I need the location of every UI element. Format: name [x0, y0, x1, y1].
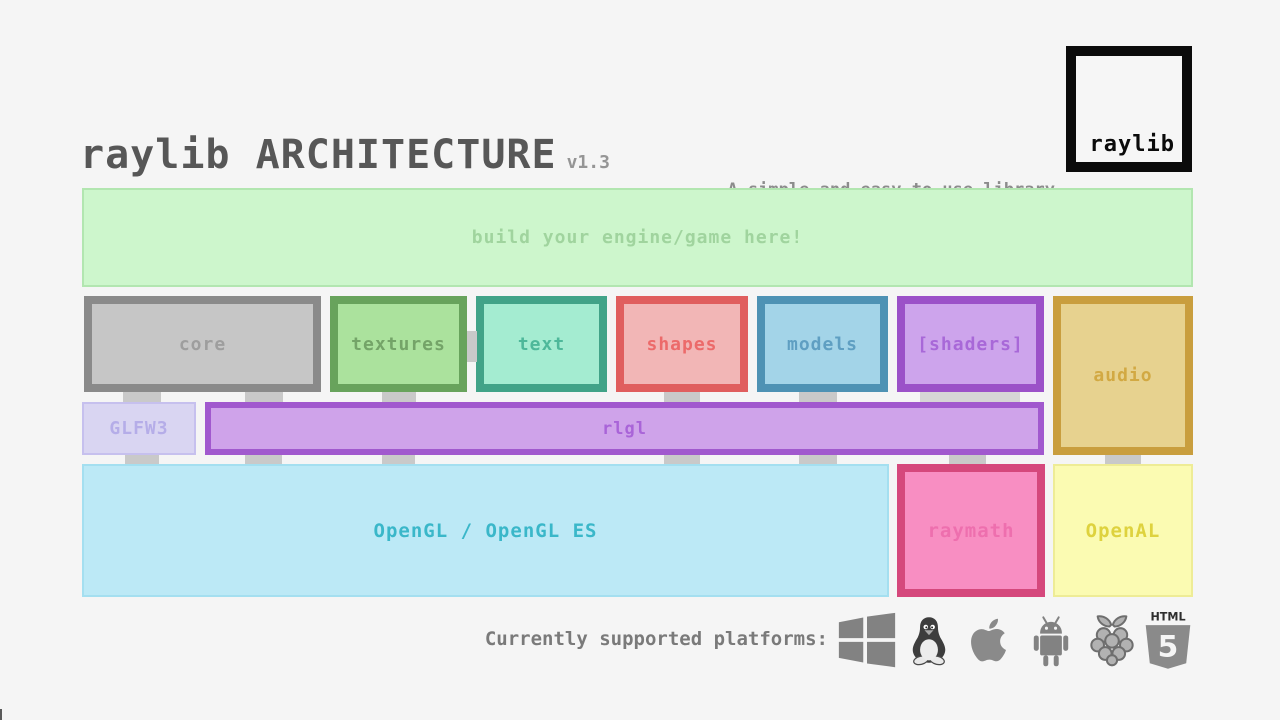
windows-icon	[838, 612, 896, 668]
connector	[664, 455, 700, 464]
module-core-label: core	[178, 333, 227, 355]
html5-word: HTML	[1150, 611, 1185, 624]
connector	[382, 392, 416, 402]
html5-icon: HTML 5	[1145, 611, 1191, 669]
rlgl-box: rlgl	[205, 402, 1044, 455]
connector	[949, 455, 986, 464]
module-textures: textures	[330, 296, 467, 392]
title-text: raylib ARCHITECTURE	[80, 132, 557, 178]
openal-box-label: OpenAL	[1085, 519, 1161, 542]
raylib-logo-label: raylib	[1089, 132, 1175, 157]
glfw3-box: GLFW3	[82, 402, 196, 455]
engine-box: build your engine/game here!	[82, 188, 1193, 287]
apple-icon	[971, 618, 1007, 662]
page-title: raylib ARCHITECTURE v1.3	[80, 132, 610, 178]
connector	[245, 392, 283, 402]
openal-box: OpenAL	[1053, 464, 1193, 597]
module-text-label: text	[517, 333, 566, 355]
connector	[123, 392, 161, 402]
glfw3-box-label: GLFW3	[109, 418, 169, 439]
engine-box-label: build your engine/game here!	[471, 227, 804, 248]
module-shaders: [shaders]	[897, 296, 1044, 392]
raylib-logo: raylib	[1066, 46, 1192, 172]
module-core: core	[84, 296, 321, 392]
module-shapes: shapes	[616, 296, 748, 392]
connector	[664, 392, 700, 402]
rlgl-box-label: rlgl	[602, 418, 647, 439]
raymath-box: raymath	[897, 464, 1045, 597]
connector	[799, 392, 837, 402]
opengl-box: OpenGL / OpenGL ES	[82, 464, 889, 597]
html5-number: 5	[1158, 630, 1179, 665]
module-text: text	[476, 296, 607, 392]
connector	[382, 455, 415, 464]
module-textures-label: textures	[351, 333, 446, 355]
platforms-label: Currently supported platforms:	[484, 628, 828, 650]
connector	[920, 392, 1020, 402]
connector	[467, 331, 477, 362]
raymath-box-label: raymath	[927, 519, 1015, 542]
version-label: v1.3	[566, 152, 610, 173]
module-shapes-label: shapes	[646, 333, 718, 355]
corner-tick	[0, 709, 2, 720]
connector	[799, 455, 837, 464]
opengl-box-label: OpenGL / OpenGL ES	[373, 519, 598, 542]
android-icon	[1033, 616, 1069, 667]
raspberry-pi-icon	[1090, 615, 1134, 667]
module-audio: audio	[1053, 296, 1193, 455]
linux-tux-icon	[912, 617, 946, 666]
module-audio-label: audio	[1093, 365, 1153, 386]
module-models-label: models	[786, 333, 859, 355]
connector	[125, 455, 159, 464]
connector	[1105, 455, 1141, 464]
module-shaders-label: [shaders]	[917, 333, 1024, 355]
module-models: models	[757, 296, 888, 392]
connector	[245, 455, 282, 464]
